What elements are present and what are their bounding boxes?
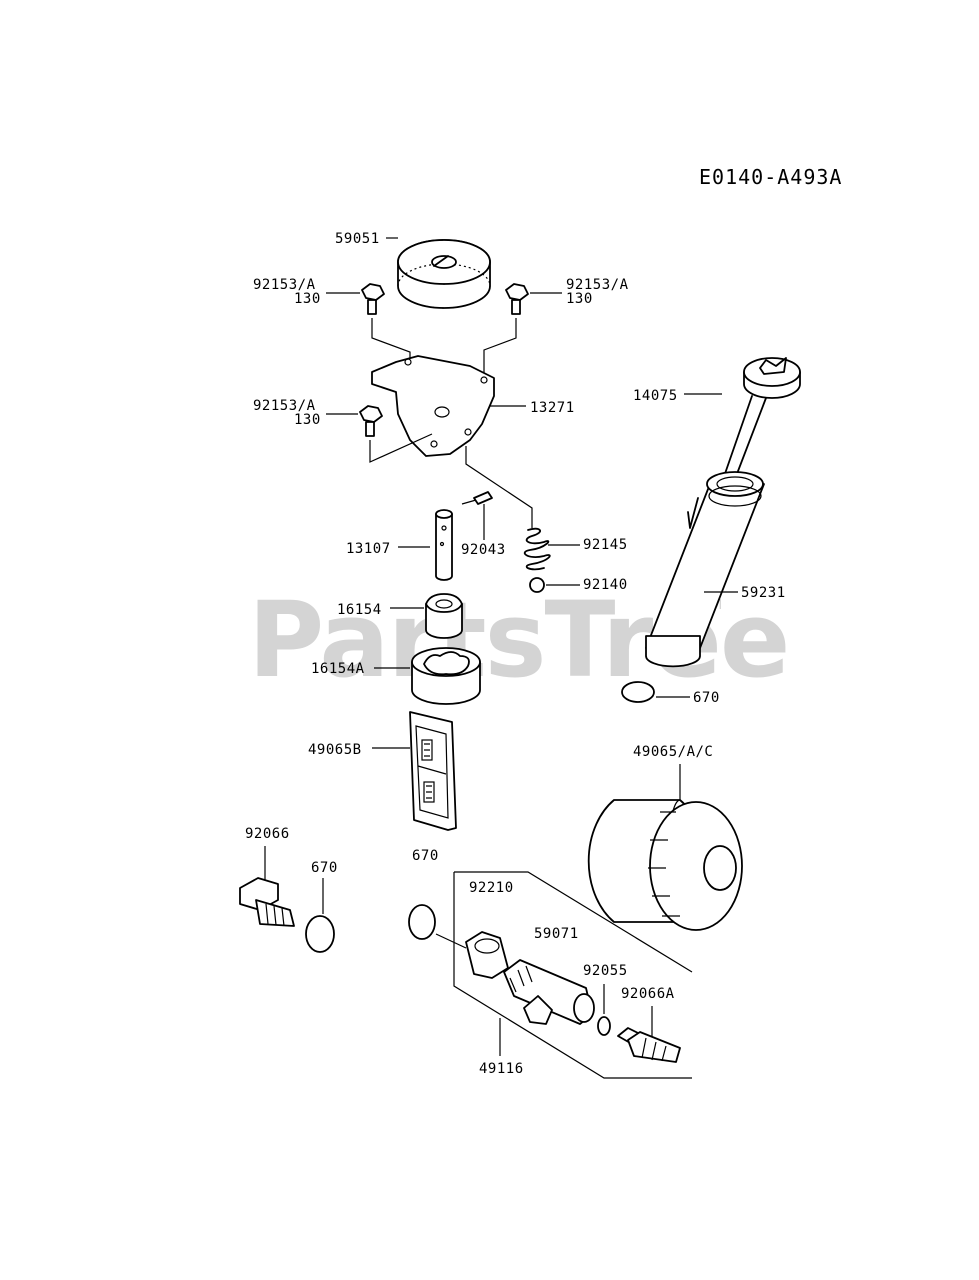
- part-92153a-bolt-top-right[interactable]: [505, 283, 529, 315]
- label-92153a-top-right: 92153/A: [566, 277, 629, 293]
- part-16154a-outer-rotor[interactable]: [411, 647, 481, 705]
- part-49065ac-oil-filter[interactable]: [587, 799, 743, 931]
- label-130-top-right: 130: [566, 291, 593, 307]
- diagram-code: E0140-A493A: [699, 165, 842, 189]
- bracket-bottom: [453, 872, 692, 1079]
- guide-plate-spring: [465, 446, 533, 528]
- part-59231-oil-filler-tube[interactable]: [645, 471, 765, 668]
- label-670-c: 670: [412, 848, 439, 864]
- label-16154: 16154: [337, 602, 382, 618]
- label-92153a-mid-left: 92153/A: [253, 398, 316, 414]
- label-16154a: 16154A: [311, 661, 365, 677]
- guide-bolt-tl: [371, 318, 411, 362]
- part-13107-shaft[interactable]: [435, 509, 453, 581]
- label-13107: 13107: [346, 541, 391, 557]
- label-59231: 59231: [741, 585, 786, 601]
- bracket-top: [454, 871, 693, 973]
- label-92043: 92043: [461, 542, 506, 558]
- label-13271: 13271: [530, 400, 575, 416]
- label-59051: 59051: [335, 231, 380, 247]
- part-16154-inner-rotor[interactable]: [425, 593, 463, 639]
- part-670-oring-c[interactable]: [408, 904, 436, 940]
- guide-oring-c: [435, 933, 467, 949]
- label-92140: 92140: [583, 577, 628, 593]
- part-14075-dipstick[interactable]: [719, 357, 801, 493]
- label-14075: 14075: [633, 388, 678, 404]
- part-13271-pump-cover[interactable]: [371, 355, 495, 457]
- part-670-oring-b[interactable]: [305, 915, 335, 953]
- guide-bolt-ml: [369, 433, 433, 463]
- label-49065b: 49065B: [308, 742, 362, 758]
- part-92140-ball[interactable]: [529, 577, 545, 593]
- guide-bolt-tr: [483, 318, 517, 376]
- label-92210: 92210: [469, 880, 514, 896]
- part-92153a-bolt-mid-left[interactable]: [359, 405, 383, 437]
- part-92043-pin[interactable]: [461, 491, 493, 505]
- label-92066a: 92066A: [621, 986, 675, 1002]
- label-130-top-left: 130: [294, 291, 321, 307]
- part-92210-nipple[interactable]: [465, 931, 509, 979]
- part-670-oring-a[interactable]: [621, 681, 655, 703]
- label-92066: 92066: [245, 826, 290, 842]
- label-49116: 49116: [479, 1061, 524, 1077]
- part-92066-drain-plug[interactable]: [239, 877, 295, 927]
- part-49065b-strainer[interactable]: [409, 711, 457, 831]
- label-670-a: 670: [693, 690, 720, 706]
- part-59071-fitting[interactable]: [503, 959, 595, 1025]
- label-59071: 59071: [534, 926, 579, 942]
- label-130-mid-left: 130: [294, 412, 321, 428]
- part-92055-washer[interactable]: [597, 1016, 611, 1036]
- label-49065ac: 49065/A/C: [633, 744, 713, 760]
- label-670-b: 670: [311, 860, 338, 876]
- part-59051-gear[interactable]: [397, 239, 491, 309]
- part-92153a-bolt-top-left[interactable]: [361, 283, 385, 315]
- label-92145: 92145: [583, 537, 628, 553]
- part-92145-spring[interactable]: [523, 527, 551, 571]
- label-92055: 92055: [583, 963, 628, 979]
- part-92066a-relief-valve[interactable]: [617, 1027, 681, 1063]
- label-92153a-top-left: 92153/A: [253, 277, 316, 293]
